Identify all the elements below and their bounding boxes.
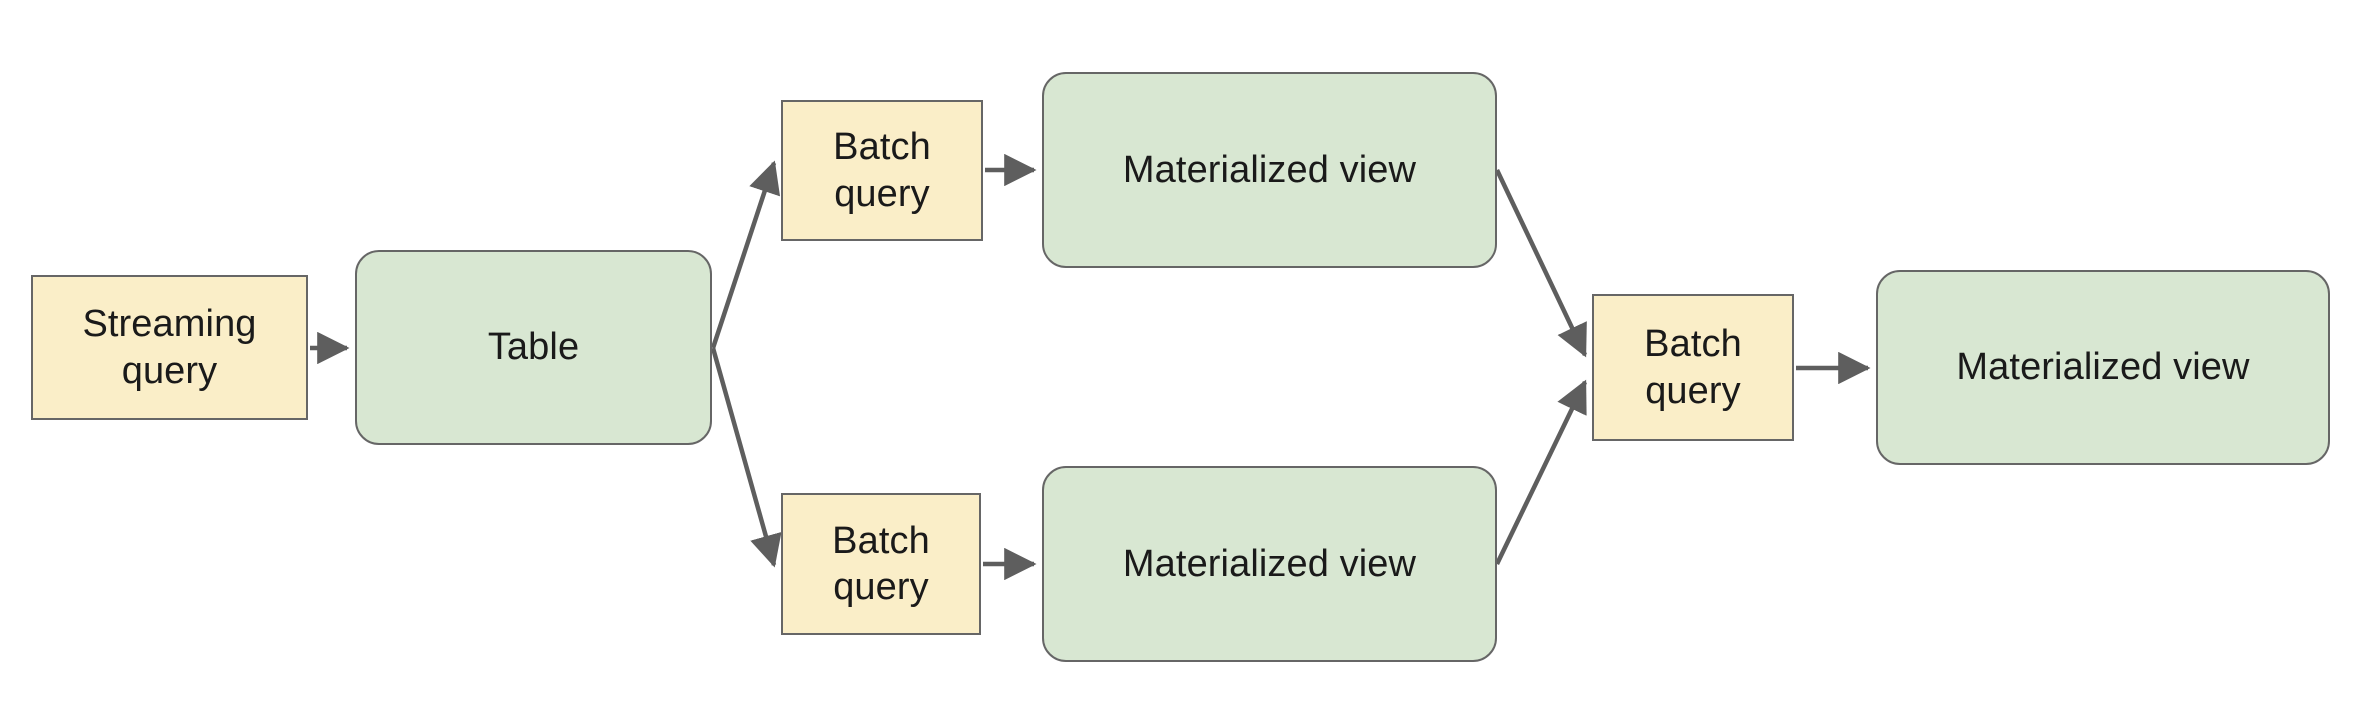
- node-streaming-query[interactable]: Streaming query: [31, 275, 308, 420]
- edge-table-to-batch-bottom: [710, 347, 782, 568]
- edge-table-to-batch-top: [710, 160, 781, 349]
- node-table-label: Table: [487, 326, 580, 369]
- node-batch-query-center[interactable]: Batch query: [1592, 294, 1794, 441]
- node-batch-query-top[interactable]: Batch query: [781, 100, 983, 241]
- node-materialized-view-right[interactable]: Materialized view: [1876, 270, 2330, 465]
- node-batch-query-bottom-label: Batch query: [832, 519, 930, 608]
- node-batch-query-bottom[interactable]: Batch query: [781, 493, 981, 635]
- node-materialized-view-bottom[interactable]: Materialized view: [1042, 466, 1497, 662]
- edge-mv-top-to-batch-center: [1494, 169, 1588, 358]
- edge-mv-bottom-to-batch-center: [1494, 379, 1588, 565]
- node-streaming-query-label: Streaming query: [82, 303, 257, 392]
- node-materialized-view-right-label: Materialized view: [1956, 346, 2250, 389]
- node-materialized-view-bottom-label: Materialized view: [1122, 542, 1417, 585]
- node-batch-query-top-label: Batch query: [833, 126, 931, 215]
- node-materialized-view-top[interactable]: Materialized view: [1042, 72, 1497, 268]
- node-batch-query-center-label: Batch query: [1644, 323, 1742, 412]
- node-table[interactable]: Table: [355, 250, 712, 445]
- node-materialized-view-top-label: Materialized view: [1122, 148, 1417, 191]
